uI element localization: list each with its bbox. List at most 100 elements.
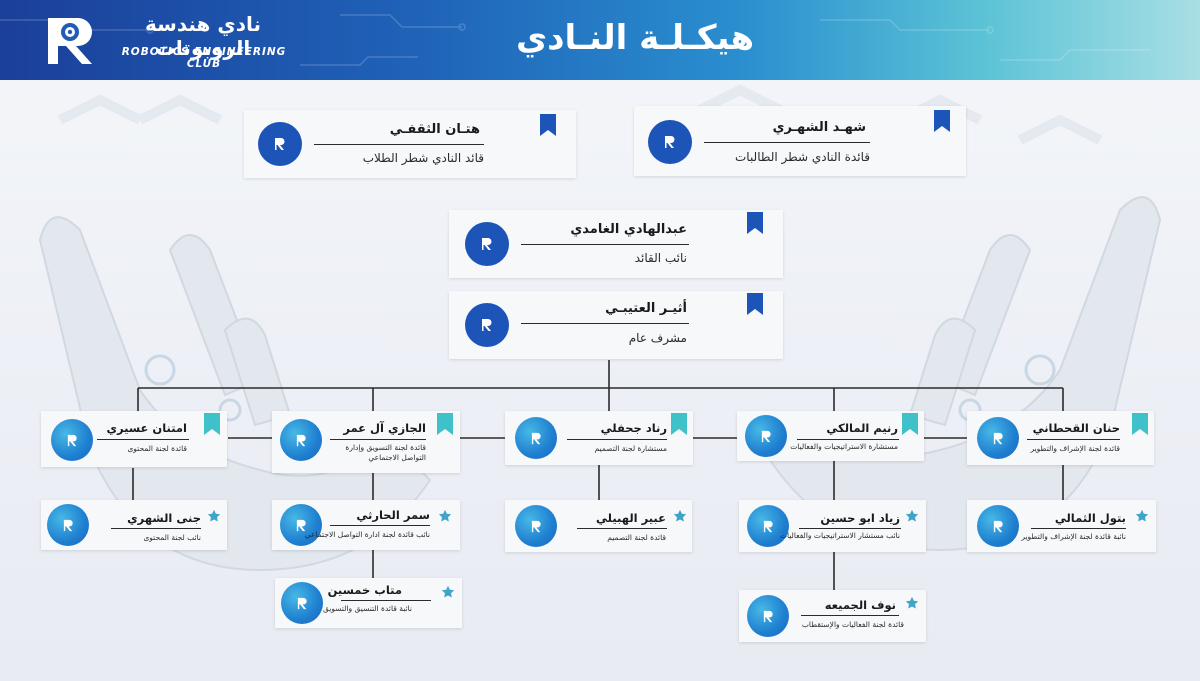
divider-line: [97, 439, 189, 440]
member-role: نائب قائدة لجنة ادارة التواصل الاجتماعي: [304, 530, 430, 539]
member-name: بتول الثمالي: [1054, 511, 1126, 525]
member-name: عبير الهبيلي: [596, 511, 666, 525]
member-role: قائدة النادي شطر الطالبات: [734, 150, 870, 164]
avatar: [515, 505, 557, 547]
club-logo-icon: [297, 597, 307, 609]
avatar: [648, 120, 692, 164]
member-role: قائدة لجنة الفعاليات والإستقطاب: [801, 620, 904, 629]
bookmark-icon: [747, 293, 763, 315]
club-logo-icon: [482, 319, 492, 331]
member-role: قائدة لجنة الإشراف والتطوير: [1030, 444, 1120, 453]
club-logo-icon: [761, 430, 771, 442]
bookmark-icon: [1132, 413, 1148, 435]
divider-line: [704, 142, 870, 143]
club-logo-icon: [296, 519, 306, 531]
bookmark-icon: [934, 110, 950, 132]
club-logo-icon: [275, 138, 285, 150]
club-logo-icon: [993, 432, 1003, 444]
divider-line: [341, 600, 431, 601]
member-name: شهـد الشهـري: [772, 120, 866, 135]
avatar: [465, 303, 509, 347]
avatar: [281, 582, 323, 624]
committee-card: امتنان عسيري قائدة لجنة المحتوى: [41, 411, 227, 467]
divider-line: [567, 439, 667, 440]
divider-line: [521, 323, 689, 324]
avatar: [515, 417, 557, 459]
star-icon: [441, 585, 455, 598]
member-name: نوف الجميعه: [824, 598, 896, 612]
club-logo-icon: [993, 520, 1003, 532]
divider-line: [577, 528, 667, 529]
member-role: نائبة قائدة التنسيق والتسويق: [323, 604, 412, 613]
avatar: [280, 504, 322, 546]
club-name-arabic: نادي هندسة الروبوتات: [145, 12, 261, 60]
member-name: امتنان عسيري: [106, 421, 187, 435]
star-icon: [905, 596, 919, 609]
member-role: نائبة قائدة لجنة الإشراف والتطوير: [1021, 532, 1126, 541]
bookmark-icon: [540, 114, 556, 136]
member-card: عبير الهبيلي قائدة لجنة التصميم: [505, 500, 692, 552]
avatar: [465, 222, 509, 266]
divider-line: [330, 439, 426, 440]
member-card: زياد ابو حسين نائب مستشار الاستراتيجيات …: [739, 500, 926, 552]
member-name: الجازي آل عمر: [343, 421, 426, 435]
bookmark-icon: [902, 413, 918, 435]
star-icon: [207, 509, 221, 522]
member-name: هتـان الثقفـي: [389, 122, 480, 137]
committee-card: حنان القحطاني قائدة لجنة الإشراف والتطوي…: [967, 411, 1154, 465]
avatar: [51, 419, 93, 461]
bookmark-icon: [204, 413, 220, 435]
member-role: قائدة لجنة المحتوى: [127, 444, 187, 453]
member-name: حنان القحطاني: [1032, 421, 1120, 435]
club-logo-icon: [482, 238, 492, 250]
member-role: مستشارة الاستراتيجيات والفعاليات: [790, 442, 898, 451]
star-icon: [438, 509, 452, 522]
member-role: نائب القائد: [634, 251, 687, 265]
divider-line: [314, 144, 484, 145]
member-name: أثيـر العتيبـي: [605, 301, 687, 316]
member-role: مشرف عام: [628, 331, 687, 345]
avatar: [280, 419, 322, 461]
club-logo-icon: [63, 519, 73, 531]
divider-line: [1027, 439, 1120, 440]
leader-card: هتـان الثقفـي قائد النادي شطر الطلاب: [244, 110, 576, 178]
avatar: [47, 504, 89, 546]
club-logo-icon: [763, 610, 773, 622]
club-logo-icon: [763, 520, 773, 532]
header-band: نادي هندسة الروبوتات ROBOTICS ENGINEERIN…: [0, 0, 1200, 80]
club-logo-icon: [531, 520, 541, 532]
member-name: زياد ابو حسين: [820, 511, 900, 525]
club-logo-icon: [48, 18, 92, 64]
leader-card: شهـد الشهـري قائدة النادي شطر الطالبات: [634, 106, 966, 176]
member-role: نائب مستشار الاستراتيجيات والفعاليات: [779, 531, 900, 540]
member-card: نوف الجميعه قائدة لجنة الفعاليات والإستق…: [739, 590, 926, 642]
leader-card: أثيـر العتيبـي مشرف عام: [449, 291, 783, 359]
member-card: متاب خمسين نائبة قائدة التنسيق والتسويق: [275, 578, 462, 628]
divider-line: [799, 528, 901, 529]
committee-card: رنيم المالكي مستشارة الاستراتيجيات والفع…: [737, 411, 924, 461]
page-title: هيكـلـة النـادي: [515, 18, 755, 58]
avatar: [747, 505, 789, 547]
committee-card: الجازي آل عمر قائدة لجنة التسويق وإدارة …: [272, 411, 460, 473]
divider-line: [797, 439, 899, 440]
member-name: رنيم المالكي: [826, 421, 898, 435]
member-name: جنى الشهري: [127, 511, 201, 525]
club-logo-icon: [67, 434, 77, 446]
member-card: بتول الثمالي نائبة قائدة لجنة الإشراف وا…: [967, 500, 1156, 552]
divider-line: [801, 615, 899, 616]
member-card: جنى الشهري نائب لجنة المحتوى: [41, 500, 227, 550]
member-card: سمر الحارثي نائب قائدة لجنة ادارة التواص…: [272, 500, 460, 550]
avatar: [977, 505, 1019, 547]
member-name: سمر الحارثي: [356, 508, 430, 522]
club-logo-icon: [531, 432, 541, 444]
club-logo-icon: [665, 136, 675, 148]
divider-line: [521, 244, 689, 245]
divider-line: [1031, 528, 1126, 529]
bookmark-icon: [671, 413, 687, 435]
club-name-english: ROBOTICS ENGINEERING CLUB: [121, 46, 287, 70]
club-logo-icon: [296, 434, 306, 446]
leader-card: عبدالهادي الغامدي نائب القائد: [449, 210, 783, 278]
star-icon: [1135, 509, 1149, 522]
